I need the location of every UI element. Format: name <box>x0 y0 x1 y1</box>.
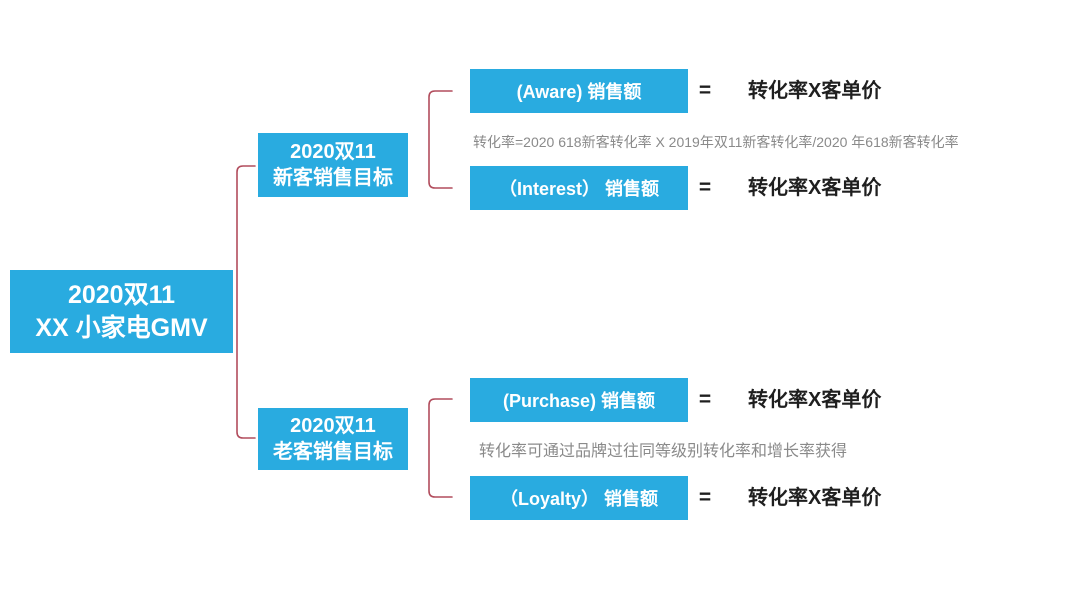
leaf-loyalty-label: （Loyalty） 销售额 <box>499 489 659 509</box>
connector-old-customer-bracket <box>428 398 453 498</box>
branch-new-line2: 新客销售目标 <box>273 167 393 189</box>
connector-new-customer-bracket <box>428 90 453 189</box>
leaf-purchase-label: (Purchase) 销售额 <box>502 391 656 411</box>
equals-sign-purchase: = <box>698 388 712 411</box>
root-node-line2: XX 小家电GMV <box>35 313 208 342</box>
formula-loyalty: 转化率X客单价 <box>748 487 882 509</box>
branch-node-old-customers: 2020双11 老客销售目标 <box>258 408 408 470</box>
leaf-node-purchase: (Purchase) 销售额 <box>470 378 688 422</box>
equals-sign-interest: = <box>698 176 712 199</box>
connector-root-bracket <box>236 165 256 439</box>
note-old-customer-conversion: 转化率可通过品牌过往同等级别转化率和增长率获得 <box>479 443 848 460</box>
root-node-line1: 2020双11 <box>67 280 176 309</box>
branch-node-new-customers: 2020双11 新客销售目标 <box>258 133 408 197</box>
equals-sign-aware: = <box>698 79 712 102</box>
branch-old-line1: 2020双11 <box>290 415 376 437</box>
formula-aware: 转化率X客单价 <box>748 80 882 102</box>
root-node-gmv: 2020双11 XX 小家电GMV <box>10 270 233 353</box>
formula-interest: 转化率X客单价 <box>748 177 882 199</box>
branch-old-line2: 老客销售目标 <box>273 441 393 463</box>
branch-new-line1: 2020双11 <box>290 141 376 163</box>
note-new-customer-conversion: 转化率=2020 618新客转化率 X 2019年双11新客转化率/2020 年… <box>473 134 959 150</box>
equals-sign-loyalty: = <box>698 486 712 509</box>
leaf-aware-label: (Aware) 销售额 <box>516 82 642 102</box>
formula-purchase: 转化率X客单价 <box>748 389 882 411</box>
leaf-node-aware: (Aware) 销售额 <box>470 69 688 113</box>
leaf-interest-label: （Interest） 销售额 <box>498 179 660 199</box>
leaf-node-interest: （Interest） 销售额 <box>470 166 688 210</box>
leaf-node-loyalty: （Loyalty） 销售额 <box>470 476 688 520</box>
